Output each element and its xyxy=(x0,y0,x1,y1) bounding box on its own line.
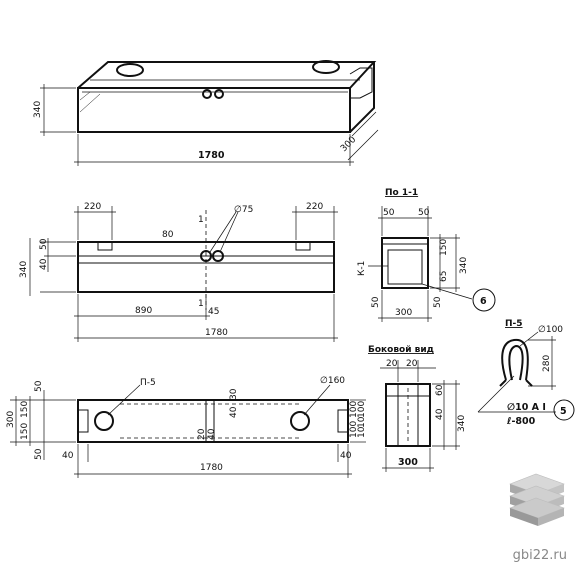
side-dim-40: 40 xyxy=(435,408,445,420)
front-dim-40: 40 xyxy=(39,258,49,270)
front-section-mark-top: 1 xyxy=(198,215,204,225)
loop-title: П-5 xyxy=(505,319,523,329)
plan-dim-100c: 100 xyxy=(349,421,359,438)
side-dim-60: 60 xyxy=(435,384,445,396)
iso-view: 340 1780 300 xyxy=(33,60,379,166)
section-dim-width: 300 xyxy=(395,308,412,318)
front-dim-left-end: 220 xyxy=(84,202,101,212)
front-view: 220 220 1 ∅75 80 340 50 40 890 1 45 1780 xyxy=(19,202,338,342)
plan-dim-50-top: 50 xyxy=(34,380,44,392)
section-dim-50-br: 50 xyxy=(433,296,443,308)
plan-dim-300: 300 xyxy=(6,411,16,428)
plan-dim-40a: 40 xyxy=(229,406,239,418)
brand-logo xyxy=(509,473,565,526)
section-label-k1: К-1 xyxy=(357,261,367,276)
side-dim-width: 300 xyxy=(398,457,418,468)
plan-view: П-5 ∅160 300 150 150 50 50 30 40 20 40 1… xyxy=(6,376,367,478)
front-dim-length: 1780 xyxy=(205,328,228,338)
section-dim-340: 340 xyxy=(459,257,469,274)
loop-bar-spec: ∅10 A I xyxy=(507,402,546,413)
side-dim-340: 340 xyxy=(457,415,467,432)
watermark-text[interactable]: gbi22.ru xyxy=(512,548,567,563)
plan-dim-10b: 10 xyxy=(357,426,367,438)
loop-dim-dia100: ∅100 xyxy=(538,325,563,335)
front-dim-890: 890 xyxy=(135,306,152,316)
section-title: По 1-1 xyxy=(385,188,418,198)
section-dim-50-bl: 50 xyxy=(371,296,381,308)
plan-dim-150a: 150 xyxy=(20,401,30,418)
plan-label-p5: П-5 xyxy=(140,378,156,388)
front-hole-diameter: ∅75 xyxy=(234,205,253,215)
plan-dim-20: 20 xyxy=(197,428,207,440)
side-title: Боковой вид xyxy=(368,345,434,355)
front-dim-45: 45 xyxy=(208,307,219,317)
section-dim-50-left: 50 xyxy=(383,208,395,218)
plan-dim-100b: 100 xyxy=(357,401,367,418)
side-view: Боковой вид 20 20 60 40 340 300 xyxy=(368,345,467,472)
section-view: По 1-1 50 50 150 65 340 К-1 50 50 300 6 xyxy=(357,188,496,322)
side-dim-20b: 20 xyxy=(406,359,418,369)
front-section-mark-bottom: 1 xyxy=(198,299,204,309)
plan-dim-100a: 100 xyxy=(349,401,359,418)
plan-dim-40-left: 40 xyxy=(62,451,74,461)
iso-dim-depth: 300 xyxy=(339,135,358,154)
plan-dim-150b: 150 xyxy=(20,423,30,440)
plan-dim-30: 30 xyxy=(229,388,239,400)
plan-hole-diameter: ∅160 xyxy=(320,376,345,386)
side-dim-20a: 20 xyxy=(386,359,398,369)
front-dim-50: 50 xyxy=(39,238,49,250)
front-dim-right-end: 220 xyxy=(306,202,323,212)
iso-dim-length: 1780 xyxy=(198,150,225,161)
section-dim-65: 65 xyxy=(439,271,449,282)
plan-dim-40b: 40 xyxy=(207,428,217,440)
section-callout: 6 xyxy=(480,296,487,307)
iso-dim-height: 340 xyxy=(33,101,43,118)
section-dim-150: 150 xyxy=(439,239,449,256)
loop-bar-length: ℓ-800 xyxy=(506,416,536,427)
front-dim-height: 340 xyxy=(19,261,29,278)
loop-callout: 5 xyxy=(560,406,567,417)
loop-dim-280: 280 xyxy=(542,355,552,372)
plan-dim-40-right: 40 xyxy=(340,451,352,461)
front-dim-80: 80 xyxy=(162,230,174,240)
loop-detail: П-5 ∅100 280 ∅10 A I ℓ-800 5 xyxy=(477,319,575,427)
plan-dim-50-bottom: 50 xyxy=(34,448,44,460)
plan-dim-length: 1780 xyxy=(200,463,223,473)
plan-dim-10a: 10 xyxy=(357,416,367,428)
section-dim-50-right: 50 xyxy=(418,208,430,218)
